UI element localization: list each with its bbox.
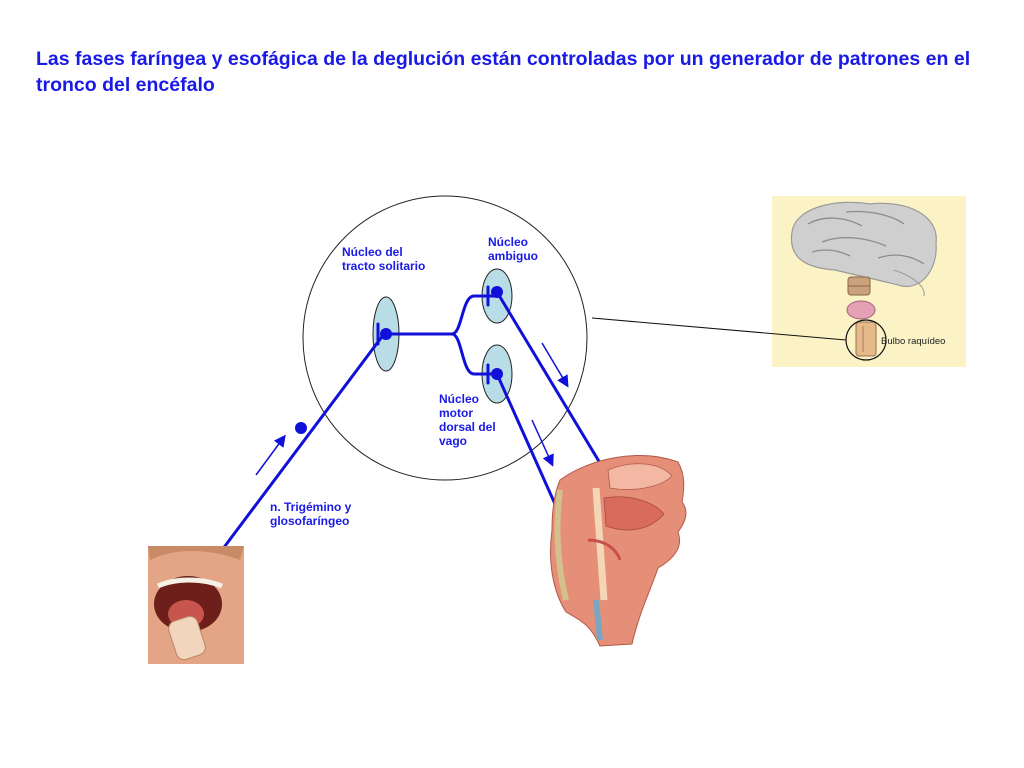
medulla-label: Bulbo raquídeo	[881, 336, 946, 347]
cell-body-ambiguus	[491, 286, 503, 298]
pharynx-section-image	[550, 455, 687, 647]
neural-pathways	[184, 285, 614, 600]
neuron-cell-bodies	[295, 286, 503, 434]
connector-line	[591, 317, 847, 341]
direction-arrows	[255, 342, 569, 476]
arrow-afferent-up	[255, 434, 286, 476]
open-mouth-image	[148, 546, 244, 664]
nucleus-ambiguus-label: Núcleo ambiguo	[488, 235, 538, 263]
cell-body-ganglion	[295, 422, 307, 434]
cell-body-dorsal	[491, 368, 503, 380]
nucleus-solitary-label: Núcleo del tracto solitario	[342, 245, 426, 273]
interneuron-branch-lower	[450, 332, 496, 376]
arrow-efferent-down-2	[531, 419, 554, 467]
brainstem-circle	[302, 195, 588, 481]
cell-body-solitary	[380, 328, 392, 340]
page-title: Las fases faríngea y esofágica de la deg…	[36, 48, 971, 96]
dorsal-vagal-label: Núcleo motor dorsal del vago	[439, 392, 496, 448]
afferent-nerves-label: n. Trigémino y glosofaríngeo	[270, 500, 352, 528]
efferent-pathway-ambiguus	[495, 290, 614, 485]
interneuron-branch-upper	[384, 294, 496, 336]
arrow-efferent-down-1	[541, 342, 569, 388]
